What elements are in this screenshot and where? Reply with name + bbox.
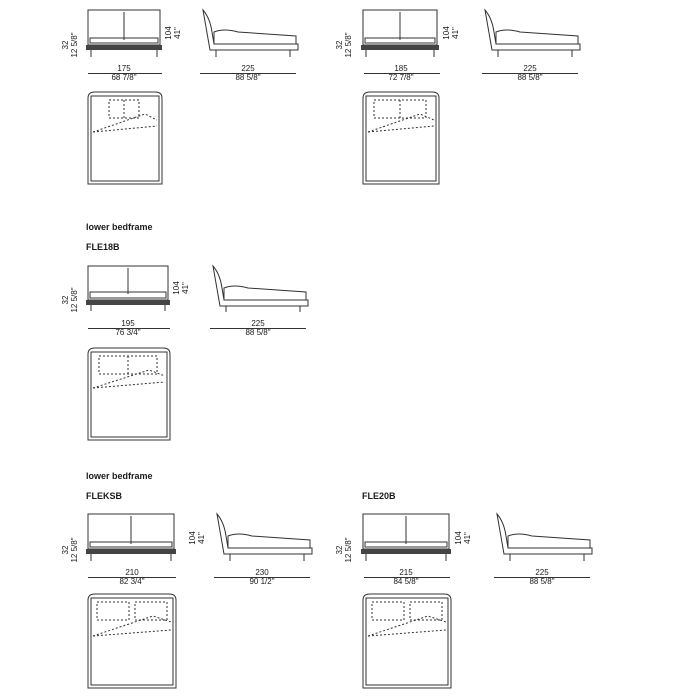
side-view-bed-1 xyxy=(200,8,300,58)
length-dim-line xyxy=(200,73,296,74)
width-dim-line xyxy=(88,328,170,329)
section-heading: lower bedframe xyxy=(86,222,153,232)
model-code: FLEKSB xyxy=(86,491,122,501)
top-view-bed-3 xyxy=(85,346,173,442)
front-view-bed-3 xyxy=(86,264,170,312)
width-dim-line xyxy=(364,577,450,578)
top-view-bed-5 xyxy=(360,592,454,690)
width-dim-line xyxy=(364,73,440,74)
length-dim-line xyxy=(494,577,590,578)
section-heading: lower bedframe xyxy=(86,471,153,481)
length-dim-line xyxy=(214,577,310,578)
side-view-bed-4 xyxy=(214,512,314,562)
front-view-bed-4 xyxy=(86,512,176,562)
width-dim-line xyxy=(88,577,176,578)
top-view-bed-1 xyxy=(85,90,165,186)
top-view-bed-4 xyxy=(85,592,179,690)
front-view-bed-2 xyxy=(361,8,439,58)
model-code: FLE18B xyxy=(86,242,120,252)
length-dim-line xyxy=(210,328,306,329)
front-view-bed-1 xyxy=(86,8,162,58)
top-view-bed-2 xyxy=(360,90,442,186)
side-view-bed-5 xyxy=(494,512,594,562)
model-code: FLE20B xyxy=(362,491,396,501)
width-dim-line xyxy=(88,73,162,74)
side-view-bed-3 xyxy=(210,264,310,312)
length-dim-line xyxy=(482,73,578,74)
side-view-bed-2 xyxy=(482,8,582,58)
front-view-bed-5 xyxy=(361,512,451,562)
